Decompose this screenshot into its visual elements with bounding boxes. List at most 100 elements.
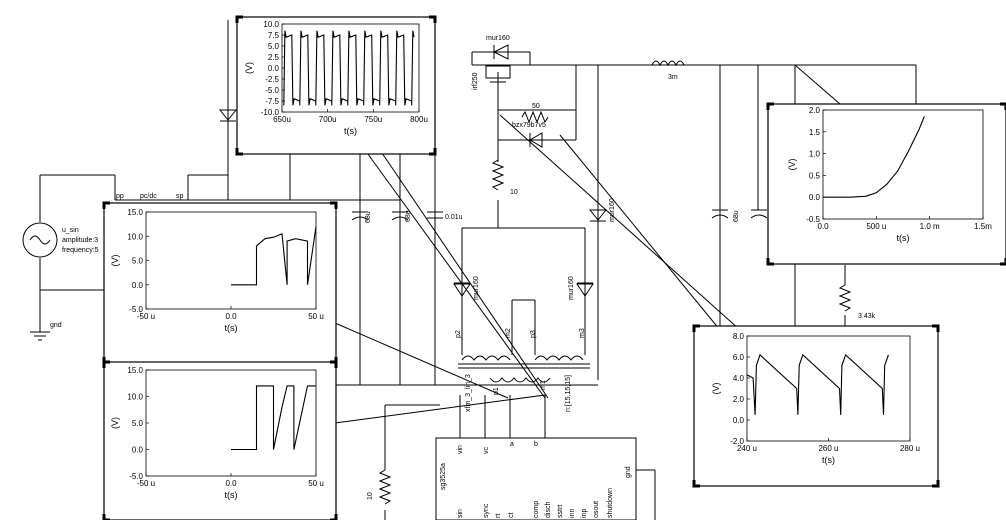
y-tick-label: -10.0 (261, 108, 280, 117)
y-tick-label: 6.0 (733, 353, 745, 362)
resistor-343k-label: 3.43k (858, 313, 876, 320)
ic-pin-sin: sin (457, 509, 464, 518)
y-tick-label: 5.0 (132, 257, 144, 266)
xfmr-ratio: n:[15,15,15] (565, 375, 572, 412)
ic-pin-comp: comp (533, 501, 540, 518)
cap-68u-b: 68u (391, 210, 412, 222)
diode-d3-label: mur160 (568, 276, 575, 300)
cap-68u-a: 68u (351, 211, 372, 223)
x-tick-label: 750u (364, 115, 382, 124)
y-tick-label: 2.5 (268, 53, 280, 62)
mosfet: irf250 (472, 65, 511, 90)
y-tick-label: -2.0 (730, 437, 744, 446)
x-axis-label: t(s) (897, 233, 910, 243)
ground-symbol: gnd (30, 322, 62, 341)
gnd-label: gnd (50, 322, 62, 329)
cap-68u-c-label: 68u (733, 210, 740, 222)
diode-d2: mur160 (453, 276, 480, 300)
x-axis-label: t(s) (344, 126, 357, 136)
cap-001u-label: 0.01u (445, 214, 463, 221)
ic-pin-a: a (510, 441, 514, 448)
xfmr-p1: p1 (493, 387, 500, 395)
resistor-10-upper: 10 (491, 159, 518, 196)
zener-label: bzx79b7v5 (512, 122, 546, 129)
x-axis-label: t(s) (225, 490, 238, 500)
series-line (823, 116, 925, 198)
source-name: u_sin (62, 227, 79, 234)
resistor-50-label: 50 (532, 103, 540, 110)
resistor-50: 50 (521, 103, 549, 124)
y-tick-label: 15.0 (127, 208, 143, 217)
y-tick-label: -0.5 (806, 215, 820, 224)
ic-pin-disch: disch (545, 502, 552, 518)
xfmr-p2: p2 (455, 330, 462, 338)
y-tick-label: 0.0 (132, 281, 144, 290)
y-tick-label: -5.0 (265, 86, 279, 95)
ic-pin-inp: inp (581, 509, 588, 518)
cap-001u: 0.01u (427, 211, 463, 221)
y-tick-label: 10.0 (127, 393, 143, 402)
x-tick-label: 0.0 (817, 222, 829, 231)
y-tick-label: -5.0 (129, 305, 143, 314)
x-tick-label: 50 u (308, 479, 324, 488)
ic-pin-inn: inn (569, 509, 576, 518)
diode-d2-label: mur160 (473, 276, 480, 300)
y-axis-label: (V) (711, 383, 721, 395)
y-tick-label: 2.0 (809, 106, 821, 115)
y-tick-label: 1.5 (809, 128, 821, 137)
inductor: 3m (651, 60, 685, 81)
components: u_sin amplitude:3 frequency:5 gnd pp pc/… (22, 35, 876, 520)
resistor-10-upper-label: 10 (510, 189, 518, 196)
xfmr-m2: m2 (505, 328, 512, 338)
ic-pin-vin: vin (457, 445, 464, 454)
y-tick-label: -7.5 (265, 97, 279, 106)
ic-name: sg3525a (440, 463, 447, 490)
y-tick-label: 0.0 (809, 193, 821, 202)
plot-area (822, 109, 984, 220)
diode-out: mur160 (588, 198, 616, 222)
ic-pin-ct: ct (508, 513, 515, 519)
diode-top: mur160 (486, 35, 510, 60)
y-tick-label: 15.0 (127, 366, 143, 375)
xfmr-m3: m3 (579, 328, 586, 338)
y-tick-label: 8.0 (733, 332, 745, 341)
cap-68u-b-label: 68u (405, 210, 412, 222)
cap-68u-c: 68u (711, 209, 740, 222)
resistor-10-lower-label: 10 (367, 492, 374, 500)
pp-label: pp (116, 193, 124, 200)
mosfet-label: irf250 (472, 72, 479, 90)
diode-d3: mur160 (568, 276, 594, 300)
x-tick-label: -50 u (137, 312, 155, 321)
cap-68u-a-label: 68u (365, 211, 372, 223)
x-tick-label: 280 u (900, 444, 920, 453)
x-tick-label: 1.0 m (920, 222, 940, 231)
series-line (746, 353, 889, 415)
series-line (231, 226, 317, 286)
resistor-10-lower: 10 (367, 469, 392, 510)
diode-out-label: mur160 (609, 198, 616, 222)
x-tick-label: 650u (273, 115, 291, 124)
xfmr-m1: m1 (540, 380, 547, 390)
ic-pin-rt: rt (495, 514, 502, 518)
xfmr-name: xfm_3_lin_3 (465, 374, 472, 412)
sp-label: sp (176, 193, 184, 200)
inductor-label: 3m (668, 74, 678, 81)
y-tick-label: 4.0 (733, 374, 745, 383)
source-amplitude: amplitude:3 (62, 237, 98, 244)
y-tick-label: 5.0 (132, 419, 144, 428)
x-tick-label: 0.0 (225, 479, 237, 488)
y-tick-label: 0.0 (733, 416, 745, 425)
ic-pin-osout: osout (593, 501, 600, 518)
x-tick-label: -50 u (137, 479, 155, 488)
ic-pin-vc: vc (483, 447, 490, 455)
y-tick-label: 2.0 (733, 395, 745, 404)
y-tick-label: 0.0 (132, 446, 144, 455)
y-tick-label: 10.0 (127, 232, 143, 241)
ic-pin-shutdown: shutdown (607, 488, 614, 518)
